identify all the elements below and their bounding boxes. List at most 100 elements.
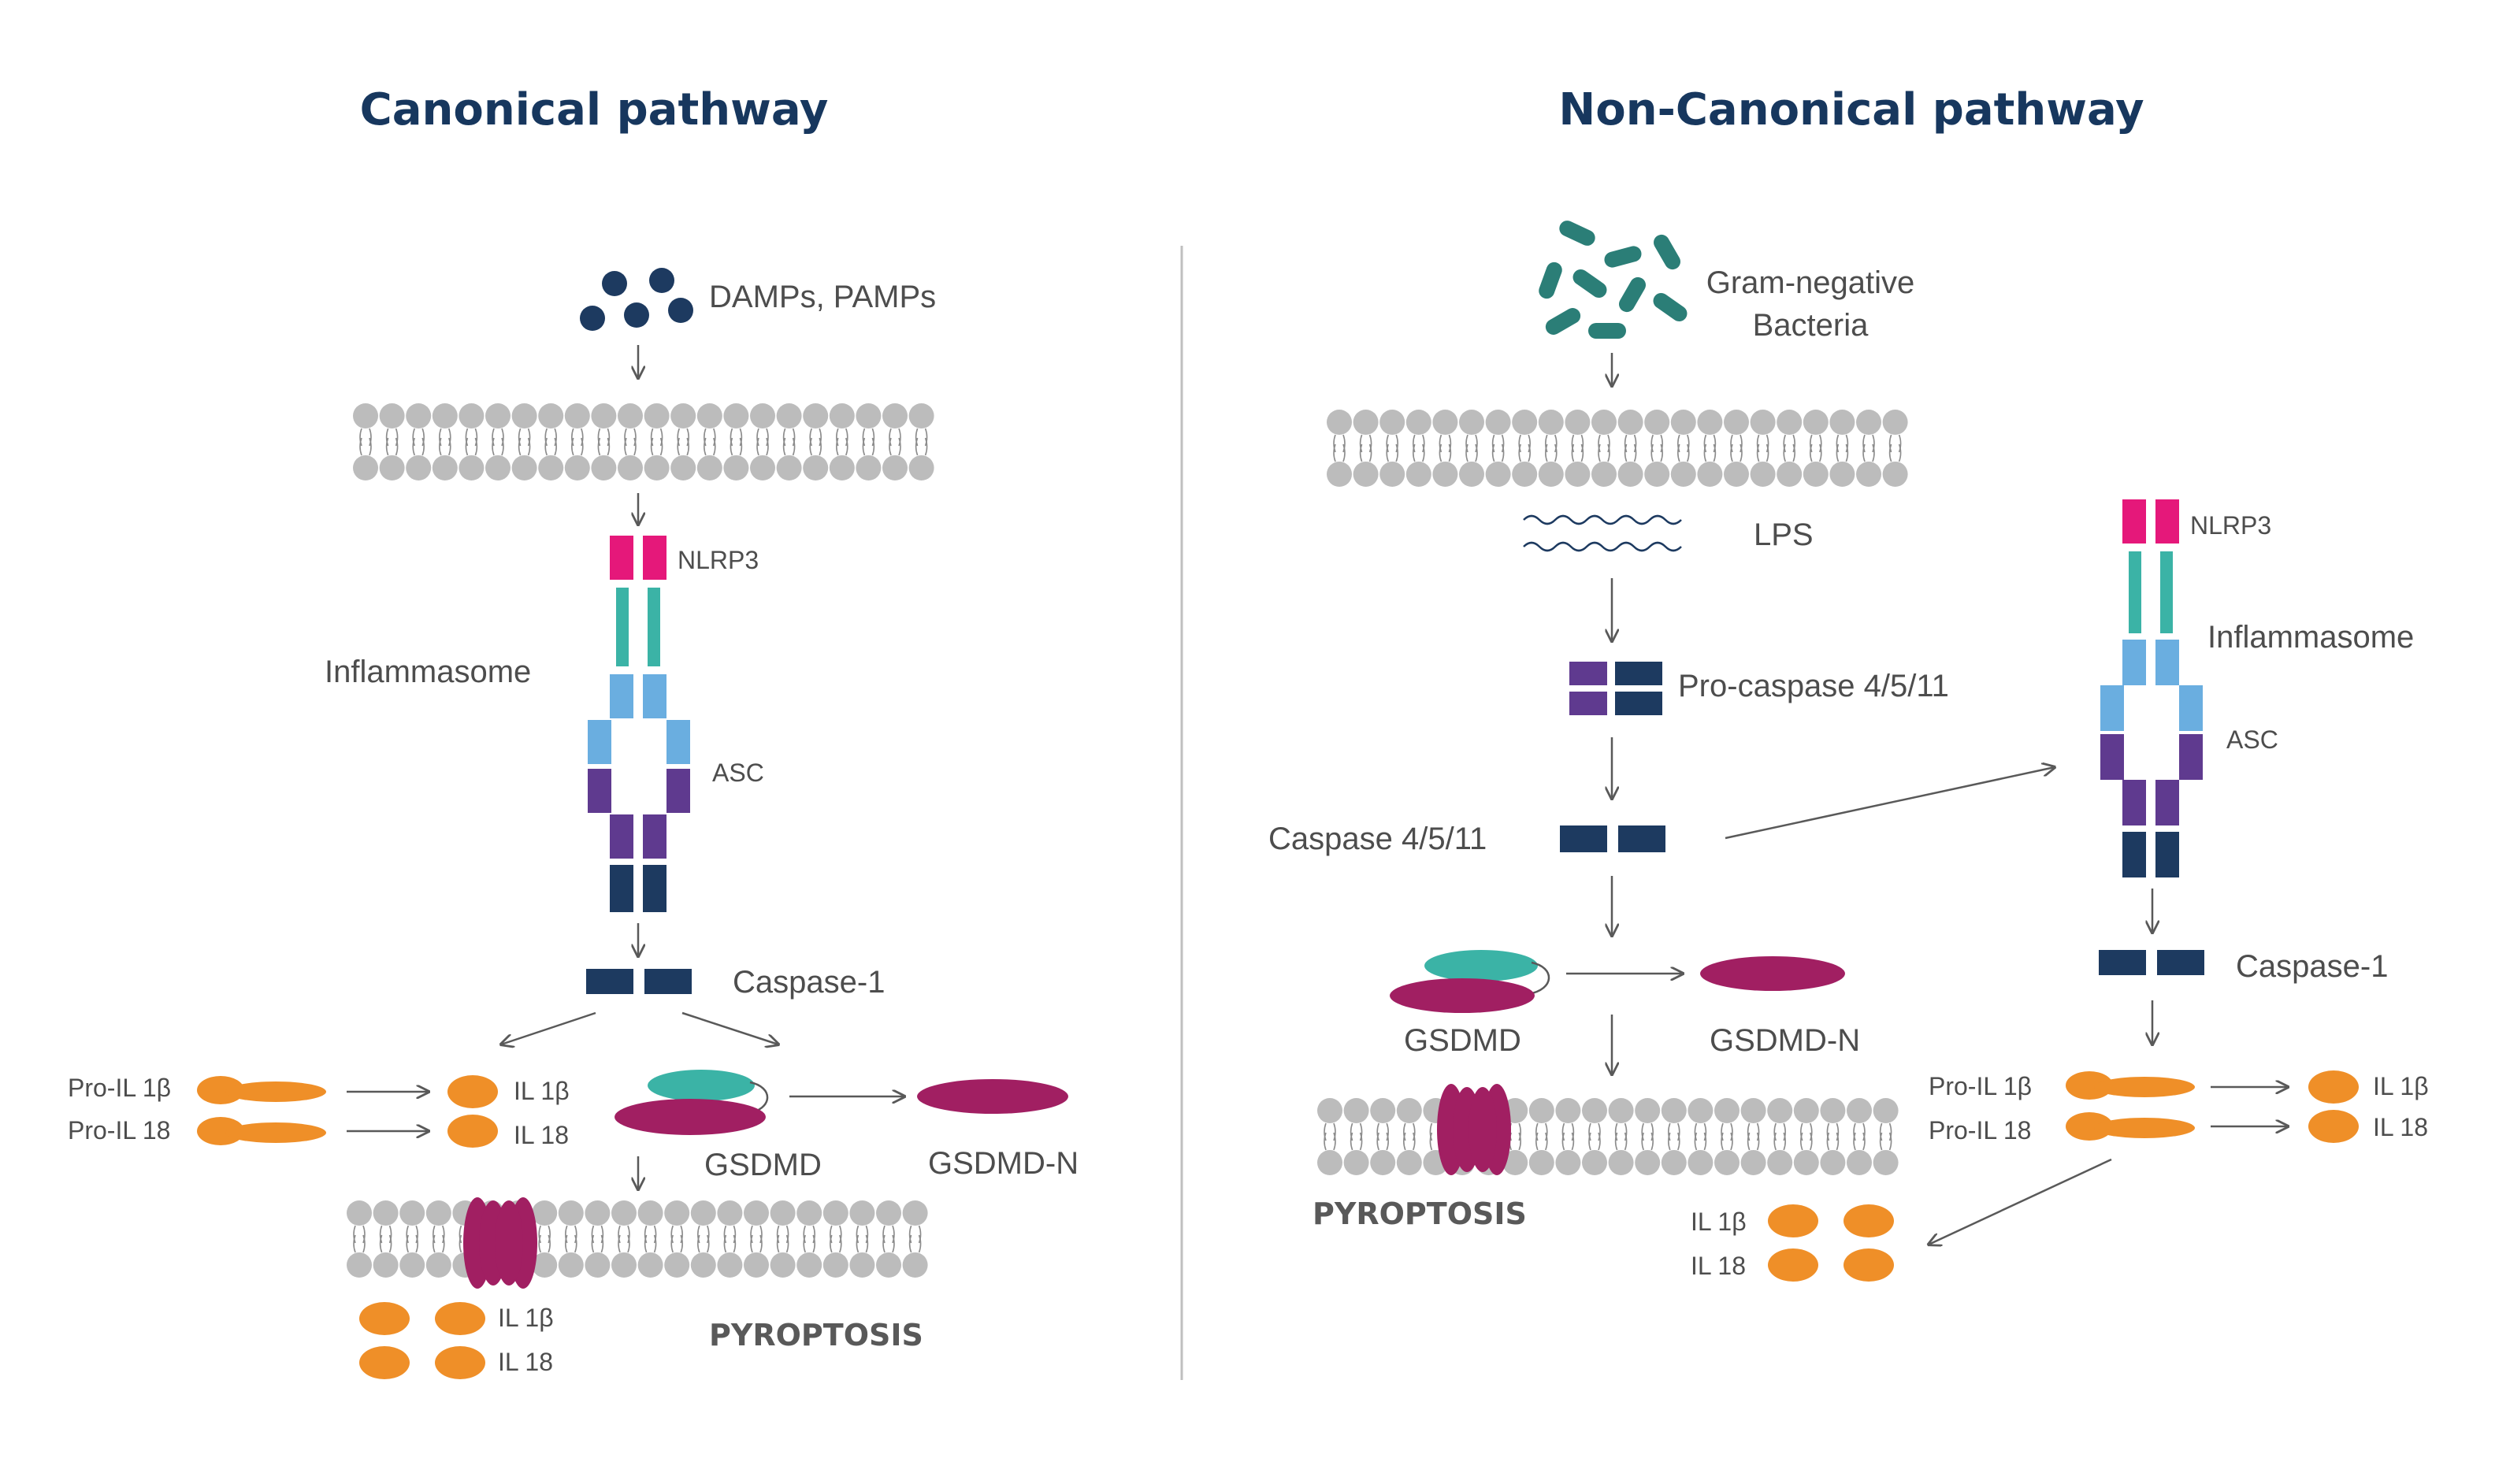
caspase-4-5-11 bbox=[1560, 825, 1607, 852]
inflammasome-label: Inflammasome bbox=[325, 655, 531, 689]
lipid-head-inner bbox=[1644, 462, 1670, 487]
lipid-head-outer bbox=[399, 1200, 425, 1226]
lipid-head-inner bbox=[1661, 1150, 1687, 1175]
arrow-to-cytokines bbox=[501, 1011, 596, 1044]
arrow-to-nlrp3-activation bbox=[1725, 767, 2055, 840]
lipid-head-outer bbox=[1512, 410, 1538, 435]
lipid-head-inner bbox=[406, 455, 432, 480]
lipid-head-inner bbox=[1777, 462, 1803, 487]
lipid-head-inner bbox=[696, 455, 722, 480]
lipid-head-outer bbox=[618, 403, 643, 429]
lipid-head-inner bbox=[347, 1252, 372, 1278]
lipid-head-outer bbox=[373, 1200, 399, 1226]
lipid-head-outer bbox=[1803, 410, 1829, 435]
lipid-head-inner bbox=[1591, 462, 1617, 487]
asc-unit bbox=[610, 674, 633, 718]
pro-il18-label: Pro-IL 18 bbox=[68, 1116, 170, 1145]
lipid-head-inner bbox=[532, 1252, 558, 1278]
lipid-head-inner bbox=[1688, 1150, 1714, 1175]
lipid-head-inner bbox=[1555, 1150, 1581, 1175]
bacteria-label-line1: Gram-negative bbox=[1706, 265, 1915, 300]
lipid-head-outer bbox=[1353, 410, 1379, 435]
lipid-head-inner bbox=[876, 1252, 901, 1278]
pyroptotic-membrane bbox=[347, 1200, 928, 1278]
lipid-head-outer bbox=[1591, 410, 1617, 435]
released-cytokines bbox=[359, 1302, 485, 1379]
pyroptotic-membrane bbox=[1317, 1098, 1899, 1175]
lipid-head-inner bbox=[1803, 462, 1829, 487]
procaspase1 bbox=[610, 865, 633, 912]
lipid-head-inner bbox=[1502, 1150, 1528, 1175]
lipid-head-outer bbox=[1777, 410, 1803, 435]
lipid-head-outer bbox=[591, 403, 617, 429]
lipid-head-inner bbox=[750, 455, 775, 480]
lipid-head-inner bbox=[1750, 462, 1776, 487]
lipid-head-inner bbox=[1617, 462, 1643, 487]
lipid-head-inner bbox=[459, 455, 485, 480]
lps-label: LPS bbox=[1754, 518, 1814, 552]
lipid-head-outer bbox=[1555, 1098, 1581, 1123]
lipid-head-outer bbox=[1724, 410, 1749, 435]
lipid-head-inner bbox=[1670, 462, 1696, 487]
lipid-head-outer bbox=[1635, 1098, 1661, 1123]
lipid-head-outer bbox=[723, 403, 749, 429]
lipid-head-outer bbox=[353, 403, 378, 429]
lipid-head-inner bbox=[882, 455, 908, 480]
lipid-head-inner bbox=[1856, 462, 1881, 487]
pro-il18-label: Pro-IL 18 bbox=[1929, 1116, 2031, 1145]
lipid-head-inner bbox=[822, 1252, 848, 1278]
released-il18-label: IL 18 bbox=[498, 1348, 553, 1376]
il1b-mature bbox=[2308, 1070, 2359, 1104]
lipid-head-inner bbox=[908, 455, 934, 480]
pro-il1b-label: Pro-IL 1β bbox=[1929, 1072, 2032, 1100]
noncanonical-title: Non-Canonical pathway bbox=[1558, 84, 2144, 135]
caspase-4-5-11-label: Caspase 4/5/11 bbox=[1268, 822, 1487, 856]
lipid-head-outer bbox=[776, 403, 802, 429]
lipid-head-inner bbox=[538, 455, 564, 480]
lipid-head-outer bbox=[1793, 1098, 1819, 1123]
lipid-head-outer bbox=[637, 1200, 663, 1226]
lipid-head-outer bbox=[1379, 410, 1405, 435]
pro-il1b-shape bbox=[197, 1076, 326, 1104]
il1b-mature bbox=[447, 1075, 498, 1108]
pro-il18-shape bbox=[197, 1117, 326, 1145]
lipid-head-outer bbox=[664, 1200, 690, 1226]
lipid-head-outer bbox=[908, 403, 934, 429]
lipid-head-outer bbox=[1873, 1098, 1899, 1123]
il18-label: IL 18 bbox=[2373, 1113, 2428, 1141]
damp-pamp-particles bbox=[580, 268, 693, 331]
lipid-head-outer bbox=[532, 1200, 558, 1226]
lipid-head-outer bbox=[1767, 1098, 1793, 1123]
lipid-head-outer bbox=[432, 403, 458, 429]
asc-label: ASC bbox=[2226, 725, 2278, 754]
il1b-label: IL 1β bbox=[514, 1077, 570, 1105]
asc-label: ASC bbox=[712, 759, 764, 787]
lipid-head-outer bbox=[670, 403, 696, 429]
procaspase-label: Pro-caspase 4/5/11 bbox=[1678, 669, 1949, 703]
gsdmd-pore bbox=[1437, 1084, 1511, 1175]
lipid-head-outer bbox=[750, 403, 775, 429]
lipid-head-outer bbox=[1343, 1098, 1369, 1123]
lipid-head-outer bbox=[1882, 410, 1908, 435]
released-il1b-label: IL 1β bbox=[1691, 1208, 1747, 1236]
lipid-head-outer bbox=[696, 403, 722, 429]
canonical-title: Canonical pathway bbox=[360, 84, 829, 135]
lipid-head-outer bbox=[876, 1200, 901, 1226]
lipid-head-inner bbox=[1432, 462, 1458, 487]
lipid-head-inner bbox=[1847, 1150, 1872, 1175]
lipid-head-inner bbox=[776, 455, 802, 480]
pyroptosis-label: PYROPTOSIS bbox=[1313, 1196, 1527, 1231]
gsdmd-label: GSDMD bbox=[704, 1148, 822, 1182]
gsdmd-label: GSDMD bbox=[1404, 1023, 1521, 1058]
cell-membrane bbox=[1327, 410, 1908, 487]
lipid-head-outer bbox=[717, 1200, 743, 1226]
lipid-head-outer bbox=[585, 1200, 611, 1226]
lipid-head-outer bbox=[1644, 410, 1670, 435]
lipid-head-outer bbox=[1697, 410, 1723, 435]
lipid-head-outer bbox=[1528, 1098, 1554, 1123]
released-il18-label: IL 18 bbox=[1691, 1252, 1746, 1280]
lipid-head-inner bbox=[1317, 1150, 1342, 1175]
nlrp3-inflammasome-complex bbox=[2100, 499, 2203, 877]
lipid-head-inner bbox=[373, 1252, 399, 1278]
lipid-head-outer bbox=[558, 1200, 584, 1226]
